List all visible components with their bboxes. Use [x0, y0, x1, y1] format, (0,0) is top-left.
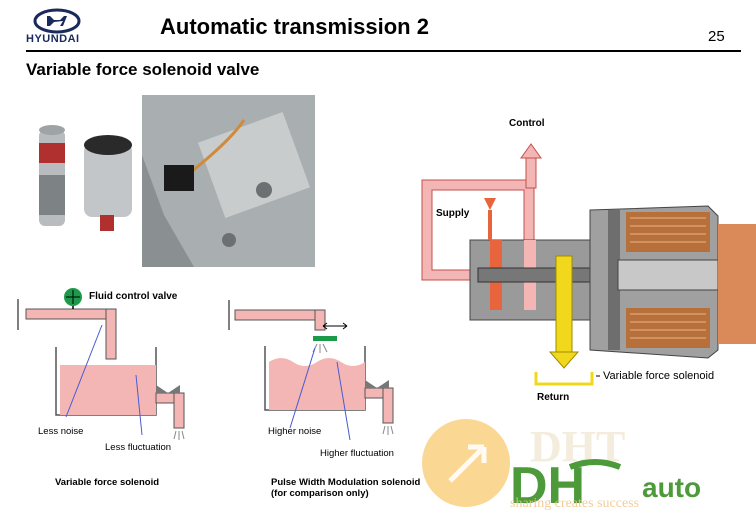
watermark-tagline: sharing creates success: [510, 496, 640, 511]
pwm-flow-diagram: [228, 300, 394, 441]
supply-label: Supply: [436, 208, 470, 219]
fluid-control-valve-label: Fluid control valve: [89, 291, 178, 302]
control-label: Control: [509, 118, 545, 129]
page-number: 25: [708, 28, 725, 45]
vfs-flow-diagram: [17, 288, 185, 440]
return-label: Return: [537, 392, 570, 403]
page-title: Automatic transmission 2: [160, 14, 429, 39]
hyundai-logo: [33, 8, 81, 34]
brand-name: HYUNDAI: [26, 33, 80, 45]
less-fluctuation-label: Less fluctuation: [105, 442, 172, 453]
higher-fluctuation-label: Higher fluctuation: [320, 448, 394, 459]
less-noise-label: Less noise: [38, 426, 84, 437]
watermark-logo: DHT DH: [422, 419, 625, 514]
solenoid-photo: [24, 95, 315, 267]
variable-force-solenoid-label: Variable force solenoid: [603, 370, 715, 382]
header-divider: [26, 50, 741, 52]
watermark-word: auto: [642, 472, 702, 503]
solenoid-cross-section: [421, 143, 756, 386]
pwm-caption-line2: (for comparison only): [271, 488, 369, 499]
pwm-caption-line1: Pulse Width Modulation solenoid: [271, 477, 421, 488]
vfs-caption: Variable force solenoid: [55, 477, 160, 488]
section-subtitle: Variable force solenoid valve: [26, 60, 260, 79]
higher-noise-label: Higher noise: [268, 426, 322, 437]
